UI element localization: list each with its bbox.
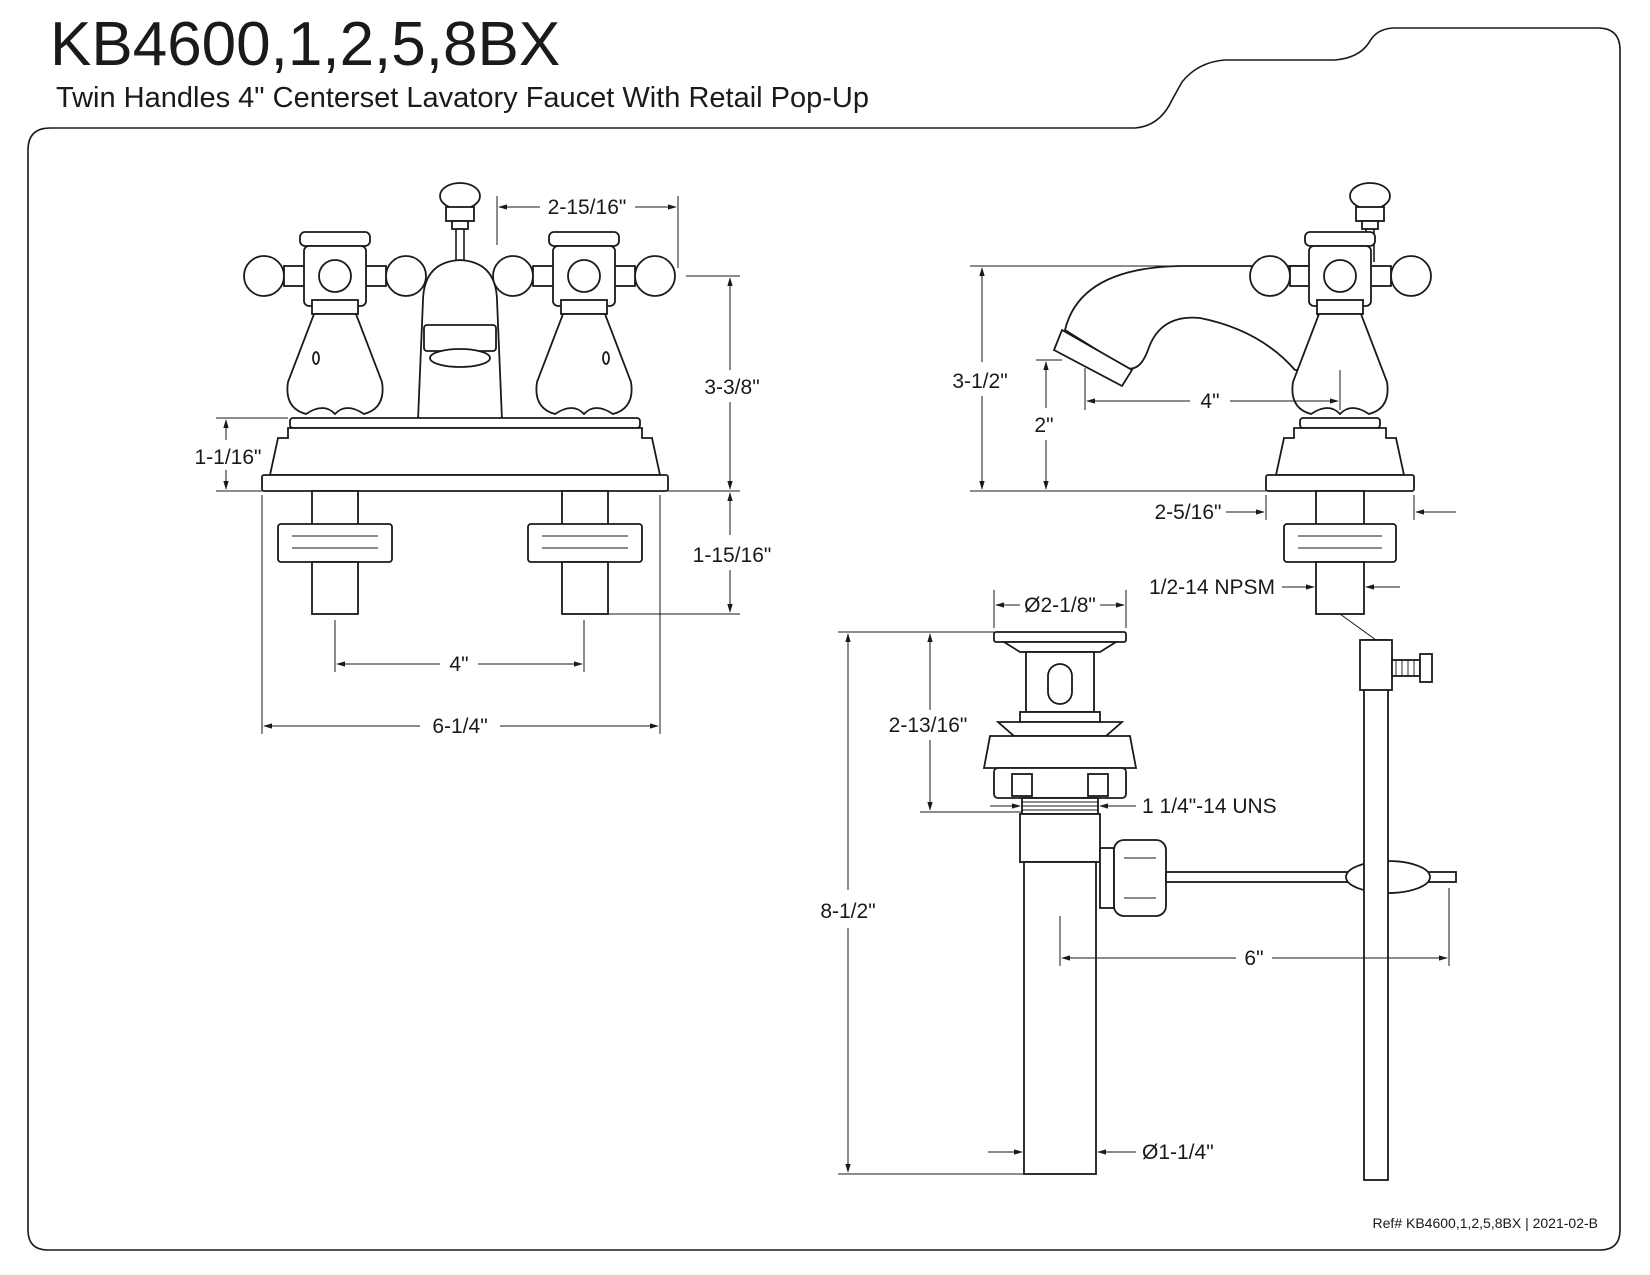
dim-spout-reach: 4" xyxy=(1200,390,1219,413)
dim-center-spread: 4" xyxy=(449,653,468,676)
dim-base-depth: 2-5/16" xyxy=(1155,501,1222,524)
left-handle xyxy=(243,231,427,416)
dim-handle-spread: 2-15/16" xyxy=(548,196,627,219)
side-handle xyxy=(1249,231,1432,416)
sheet-border xyxy=(27,27,1621,1251)
side-dimensions: 3-1/2" 2" 4" 2-5/16" 1/2-14 NPSM xyxy=(952,265,1456,599)
dim-side-height: 3-1/2" xyxy=(952,370,1007,393)
dim-supply-thread: 1/2-14 NPSM xyxy=(1149,576,1275,599)
product-description: Twin Handles 4" Centerset Lavatory Fauce… xyxy=(56,82,869,114)
dim-height-above-deck: 3-3/8" xyxy=(704,376,759,399)
lift-rod xyxy=(439,182,481,262)
popup-drain xyxy=(982,613,1457,1181)
dim-drain-overall-length: 8-1/2" xyxy=(820,900,875,923)
front-dimensions: 2-15/16" 3-3/8" 1-1/16" 1-15/16" 4" xyxy=(195,196,772,738)
side-lift-rod xyxy=(1349,182,1391,262)
dim-spout-height: 2" xyxy=(1034,414,1053,437)
dim-base-height: 1-1/16" xyxy=(195,446,262,469)
dim-shank-length: 1-15/16" xyxy=(693,544,772,567)
drain-dimensions: Ø2-1/8" 2-13/16" 1 1/4"-14 UNS 8-1/2" 6" xyxy=(820,590,1450,1175)
right-handle xyxy=(492,231,676,416)
dim-overall-width: 6-1/4" xyxy=(432,715,487,738)
dim-flange-diameter: Ø2-1/8" xyxy=(1024,594,1096,617)
deck-plate xyxy=(261,417,669,492)
reference-number: Ref# KB4600,1,2,5,8BX | 2021-02-B xyxy=(1373,1215,1598,1231)
dim-drain-body-length: 2-13/16" xyxy=(889,714,968,737)
side-spout xyxy=(1063,265,1319,371)
left-shank xyxy=(277,490,393,615)
front-spout xyxy=(417,259,503,421)
side-view xyxy=(1052,182,1432,615)
right-shank xyxy=(527,490,643,615)
dim-drain-thread: 1 1/4"-14 UNS xyxy=(1142,795,1277,818)
side-base xyxy=(1265,417,1415,492)
dim-rod-reach: 6" xyxy=(1244,947,1263,970)
dim-tailpiece-diameter: Ø1-1/4" xyxy=(1142,1141,1214,1164)
front-view xyxy=(243,182,676,615)
model-title: KB4600,1,2,5,8BX xyxy=(50,10,561,79)
